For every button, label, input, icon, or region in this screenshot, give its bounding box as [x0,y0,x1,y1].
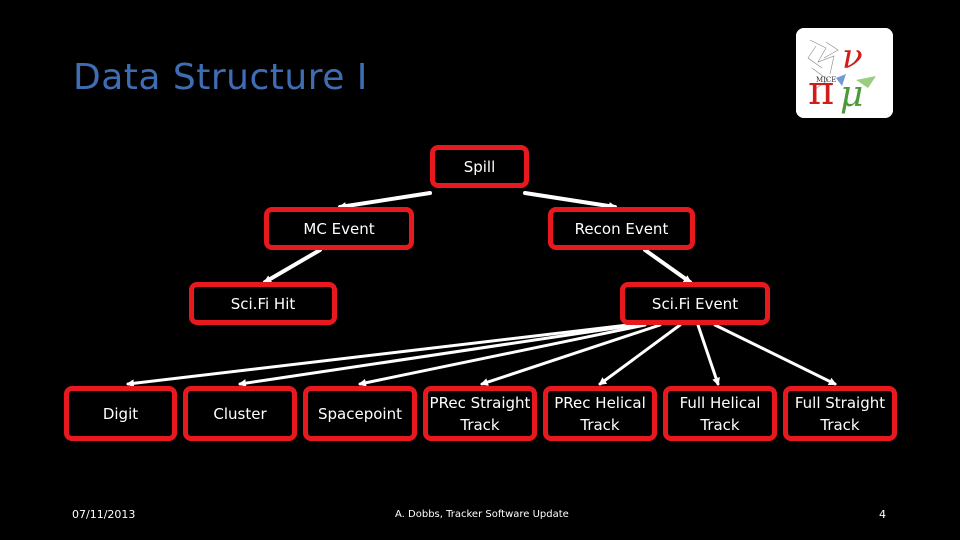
page-number: 4 [879,508,886,521]
edge-scifi-event-prec-helical [598,323,682,386]
svg-text:π: π [808,68,834,114]
node-mc-event: MC Event [264,207,414,250]
node-spill: Spill [430,145,529,188]
footer-author: A. Dobbs, Tracker Software Update [395,509,569,520]
edge-scifi-event-full-helical [696,323,720,386]
edge-scifi-event-cluster [238,323,637,388]
edge-scifi-event-spacepoint [358,323,647,387]
edge-recon-event-scifi-event [643,248,692,284]
edge-mc-event-scifi-hit [263,248,322,284]
edge-scifi-event-prec-straight [480,323,662,386]
node-prec-straight-track: PRec Straight Track [423,386,537,441]
mice-logo: MICE ν π μ [796,28,893,118]
edge-spill-recon-event [523,191,617,211]
edge-spill-mc-event [338,191,432,211]
svg-text:ν: ν [842,37,863,77]
edge-scifi-event-digit [126,323,630,388]
slide-title: Data Structure I [73,57,368,98]
node-scifi-hit: Sci.Fi Hit [189,282,337,325]
node-prec-helical-track: PRec Helical Track [543,386,657,441]
node-full-straight-track: Full Straight Track [783,386,897,441]
node-recon-event: Recon Event [548,207,695,250]
node-cluster: Cluster [183,386,297,441]
svg-text:MICE: MICE [816,76,836,84]
svg-text:μ: μ [840,74,863,115]
node-scifi-event: Sci.Fi Event [620,282,770,325]
edge-scifi-event-full-straight [713,323,837,386]
node-digit: Digit [64,386,177,441]
node-full-helical-track: Full Helical Track [663,386,777,441]
footer-date: 07/11/2013 [72,508,136,521]
node-spacepoint: Spacepoint [303,386,417,441]
